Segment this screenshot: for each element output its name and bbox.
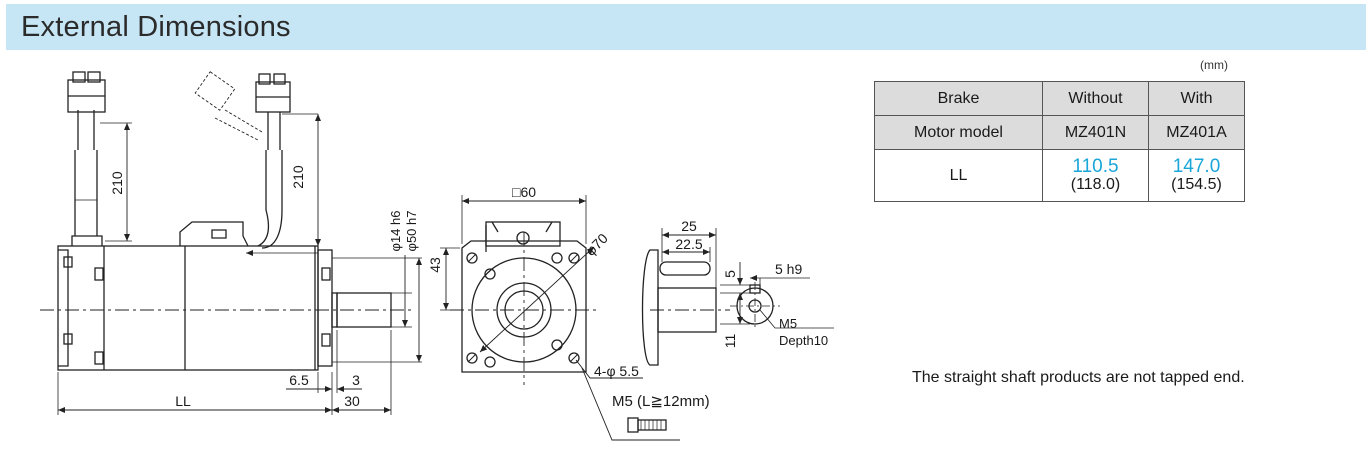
spec-table: Brake Without With Motor model MZ401N MZ… [874,81,1245,202]
motor-front-view [440,195,680,441]
dim-mount-holes: 4-φ 5.5 [594,363,639,379]
table-row: Brake Without With [874,81,1245,116]
dim-11: 11 [722,334,738,349]
brake-with: With [1148,81,1245,116]
unit-label: (mm) [1200,58,1228,72]
row-label-ll: LL [874,149,1043,202]
dimension-drawing: 210 210 φ14 h6 φ50 h7 LL 6.5 3 30 □60 43… [40,71,834,441]
dim-pilot-diameter: φ50 h7 [404,211,419,252]
section-header: External Dimensions [6,4,1366,50]
dim-tap-depth: Depth10 [779,333,828,348]
dim-cable1-length: 210 [109,171,125,195]
motor-side-view [40,71,422,415]
model-with: MZ401A [1148,115,1245,150]
ll-with-cell: 147.0 (154.5) [1148,149,1245,202]
dim-key-length: 25 [681,218,697,234]
table-row: LL 110.5 (118.0) 147.0 (154.5) [874,149,1245,202]
dim-ll: LL [175,393,191,409]
dim-square-60: □60 [512,184,536,200]
row-label-motor-model: Motor model [874,115,1043,150]
shaft-detail-view [641,228,834,366]
dim-key-length-2: 22.5 [675,236,702,252]
dim-6-5: 6.5 [289,372,309,388]
table-row: Motor model MZ401N MZ401A [874,115,1245,150]
ll-with-value: 147.0 [1172,156,1221,177]
model-without: MZ401N [1042,115,1149,150]
section-title: External Dimensions [21,11,291,43]
dim-cable2-length: 210 [290,165,306,189]
dim-bolt: M5 (L≧12mm) [612,393,710,410]
dim-shaft-diameter: φ14 h6 [388,211,403,252]
ll-without-value: 110.5 [1072,156,1119,177]
dim-key-width: 5 h9 [775,261,802,277]
ll-with-sub: (154.5) [1171,176,1222,193]
ll-without-cell: 110.5 (118.0) [1042,149,1149,202]
ll-without-sub: (118.0) [1070,176,1121,193]
dim-30: 30 [344,393,360,409]
dim-5: 5 [722,270,738,278]
shaft-note: The straight shaft products are not tapp… [912,369,1245,386]
row-label-brake: Brake [874,81,1043,116]
dim-tap: M5 [779,316,797,331]
dim-43: 43 [427,257,443,273]
brake-without: Without [1042,81,1149,116]
dim-3: 3 [352,372,360,388]
